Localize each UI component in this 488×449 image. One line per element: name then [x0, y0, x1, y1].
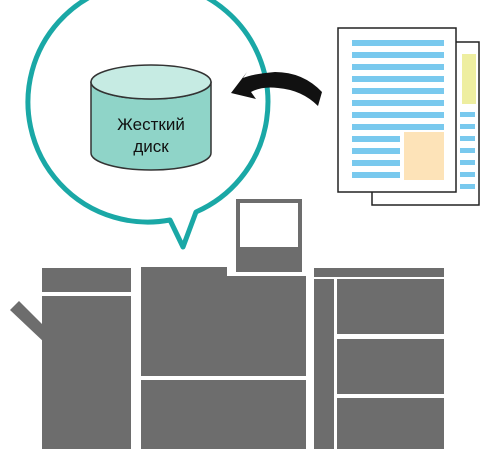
control-panel	[236, 199, 302, 272]
image-block-yellow	[462, 54, 476, 104]
image-block-orange	[404, 132, 444, 180]
hard-disk-label-line2: диск	[133, 137, 169, 156]
exit-tray	[10, 301, 46, 344]
left-unit	[42, 268, 131, 449]
paper-feed-unit	[314, 268, 444, 449]
production-printer-icon	[10, 199, 444, 449]
main-body	[141, 267, 306, 449]
document-pages-icon	[338, 28, 479, 205]
document-page-front	[338, 28, 456, 192]
hard-disk-cylinder-icon: Жесткий диск	[91, 65, 211, 170]
hard-disk-label-line1: Жесткий	[117, 115, 185, 134]
